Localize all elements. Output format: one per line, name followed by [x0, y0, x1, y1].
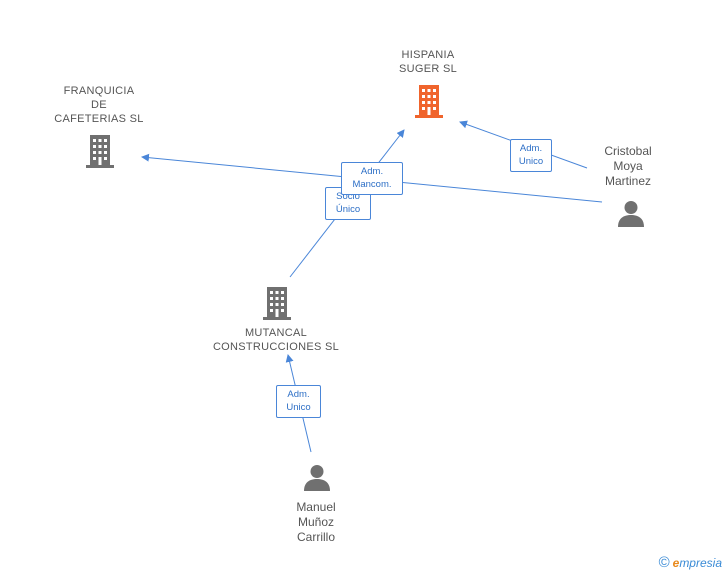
- relation-badge-cristobal-franquicia[interactable]: Adm. Mancom.: [341, 162, 403, 195]
- relation-badge-manuel-mutancal[interactable]: Adm. Unico: [276, 385, 321, 418]
- empresia-brand[interactable]: ©empresia: [659, 554, 722, 571]
- company-name-line: HISPANIA: [401, 49, 455, 61]
- relation-line: Mancom.: [352, 179, 392, 190]
- company-label-franquicia[interactable]: FRANQUICIA DE CAFETERIAS SL: [40, 84, 158, 126]
- relation-line: Socio: [336, 191, 360, 202]
- relation-line: Adm.: [519, 143, 543, 154]
- person-name-line: Muñoz: [297, 515, 335, 529]
- person-icon-cristobal[interactable]: [616, 199, 646, 229]
- person-name-line: Cristobal: [604, 144, 652, 158]
- person-name-line: Manuel: [296, 500, 336, 514]
- company-name-line: SUGER SL: [398, 63, 458, 75]
- company-name-line: MUTANCAL: [244, 327, 308, 339]
- building-icon-franquicia[interactable]: [84, 133, 116, 169]
- person-label-cristobal[interactable]: Cristobal Moya Martinez: [588, 144, 668, 189]
- brand-logo-e: e: [672, 556, 680, 570]
- relation-line: Unico: [286, 402, 311, 413]
- company-label-hispania[interactable]: HISPANIA SUGER SL: [366, 48, 490, 76]
- person-icon-manuel[interactable]: [302, 463, 332, 493]
- relation-line: Unico: [518, 156, 544, 167]
- building-icon-hispania[interactable]: [413, 83, 445, 119]
- person-name-line: Moya: [613, 159, 643, 173]
- relation-badge-cristobal-hispania[interactable]: Adm. Unico: [510, 139, 552, 172]
- company-name-line: CONSTRUCCIONES SL: [212, 341, 340, 353]
- copyright-icon: ©: [658, 554, 670, 571]
- person-label-manuel[interactable]: Manuel Muñoz Carrillo: [276, 500, 356, 545]
- person-name-line: Carrillo: [296, 530, 335, 544]
- person-name-line: Martinez: [604, 174, 651, 188]
- company-label-mutancal[interactable]: MUTANCAL CONSTRUCCIONES SL: [206, 326, 346, 354]
- brand-name: mpresia: [679, 556, 722, 570]
- relation-line: Adm.: [287, 389, 310, 400]
- relation-line: Adm.: [360, 166, 384, 177]
- relation-line: Único: [335, 204, 361, 215]
- company-name-line: DE: [91, 99, 107, 111]
- company-name-line: CAFETERIAS SL: [54, 113, 144, 125]
- building-icon-mutancal[interactable]: [261, 285, 293, 321]
- company-name-line: FRANQUICIA: [63, 85, 135, 97]
